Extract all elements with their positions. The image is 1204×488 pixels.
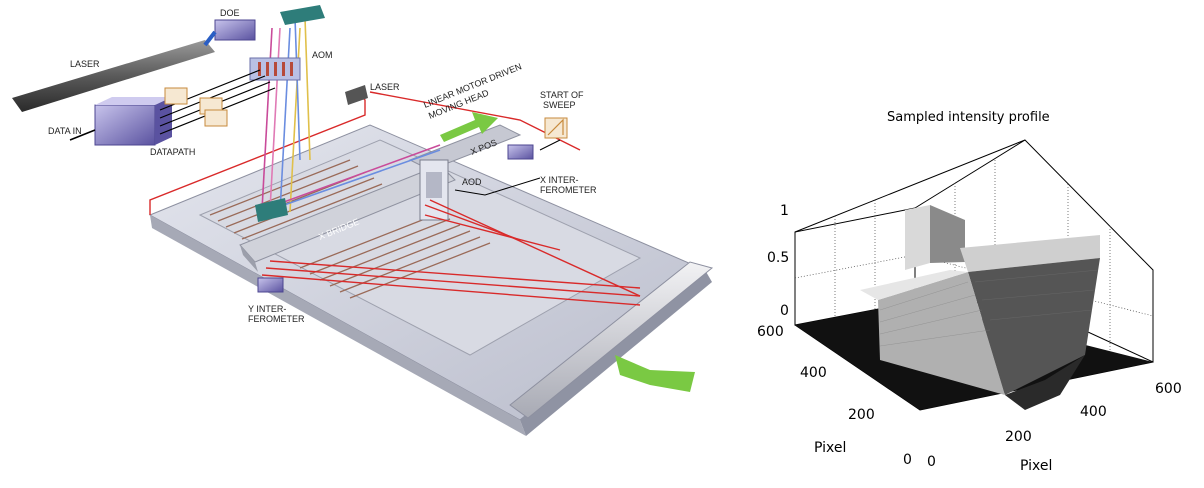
y-axis-label: Pixel <box>814 440 846 456</box>
main-laser <box>12 40 215 112</box>
cross-arm-front-face <box>1005 355 1085 410</box>
aom-label: AOM <box>312 50 333 60</box>
modulation-signal-cards <box>164 87 228 127</box>
cross-arm-back-top <box>905 205 930 270</box>
data-in-label: DATA IN <box>48 126 82 136</box>
main-laser-label: LASER <box>70 59 100 69</box>
x-interferometer-label-line1: X INTER- <box>540 175 579 185</box>
cross-arm-right-top <box>960 235 1100 272</box>
moving-head-optics <box>426 172 442 198</box>
cross-arm-back-side <box>930 205 965 263</box>
aod-label: AOD <box>462 177 482 187</box>
sweep-ramp-icon <box>547 118 564 136</box>
z-tick-0: 0 <box>780 303 789 319</box>
aod-line <box>454 177 541 196</box>
start-of-sweep-label-line2: SWEEP <box>543 100 576 110</box>
x-tick-0: 0 <box>927 454 936 470</box>
top-mirror <box>280 5 325 25</box>
data-in-line <box>69 129 96 141</box>
doe-block <box>214 19 256 41</box>
x-tick-600: 600 <box>1155 381 1182 397</box>
y-tick-0: 0 <box>903 452 912 468</box>
x-axis-label: Pixel <box>1020 458 1052 474</box>
doe-label: DOE <box>220 8 240 18</box>
y-tick-400: 400 <box>800 365 827 381</box>
substrate-feed-arrow <box>615 355 695 392</box>
cross-arm-left-top <box>860 270 968 300</box>
z-tick-0-5: 0.5 <box>767 250 789 266</box>
x-bridge-end <box>240 245 258 272</box>
front-rail <box>509 261 714 419</box>
x-interferometer-block <box>507 144 534 160</box>
laser-output-beam <box>203 30 217 47</box>
sweep-line <box>539 139 561 151</box>
y-interferometer-label-line1: Y INTER- <box>248 304 286 314</box>
surface-shading-bands <box>879 269 1099 347</box>
cross-arm-left-front <box>878 272 1005 395</box>
bottom-mirror <box>255 198 288 222</box>
x-tick-400: 400 <box>1080 404 1107 420</box>
y-interferometer-block <box>257 277 284 293</box>
start-of-sweep-label-line1: START OF <box>540 90 584 100</box>
secondary-laser <box>345 85 368 105</box>
y-interferometer-label-line2: FEROMETER <box>248 314 305 324</box>
head-motion-arrow <box>440 112 498 142</box>
z-tick-1: 1 <box>780 203 789 219</box>
x-interferometer-label-line2: FEROMETER <box>540 185 597 195</box>
y-tick-600: 600 <box>757 324 784 340</box>
y-tick-200: 200 <box>848 407 875 423</box>
aom-modulators <box>258 62 293 76</box>
base-plate-front <box>150 215 526 436</box>
laser-writer-diagram: DOE LASER AOM LASER DATA IN DATAPATH LIN… <box>12 5 714 436</box>
x-tick-200: 200 <box>1005 429 1032 445</box>
secondary-laser-label: LASER <box>370 82 400 92</box>
datapath-label: DATAPATH <box>150 147 195 157</box>
intensity-surface-plot: Sampled intensity profile <box>757 110 1182 474</box>
datapath-top <box>95 97 172 105</box>
base-plate-side <box>520 270 712 436</box>
datapath-side <box>155 97 172 145</box>
chart-title: Sampled intensity profile <box>887 110 1050 125</box>
datapath-block <box>94 104 156 146</box>
